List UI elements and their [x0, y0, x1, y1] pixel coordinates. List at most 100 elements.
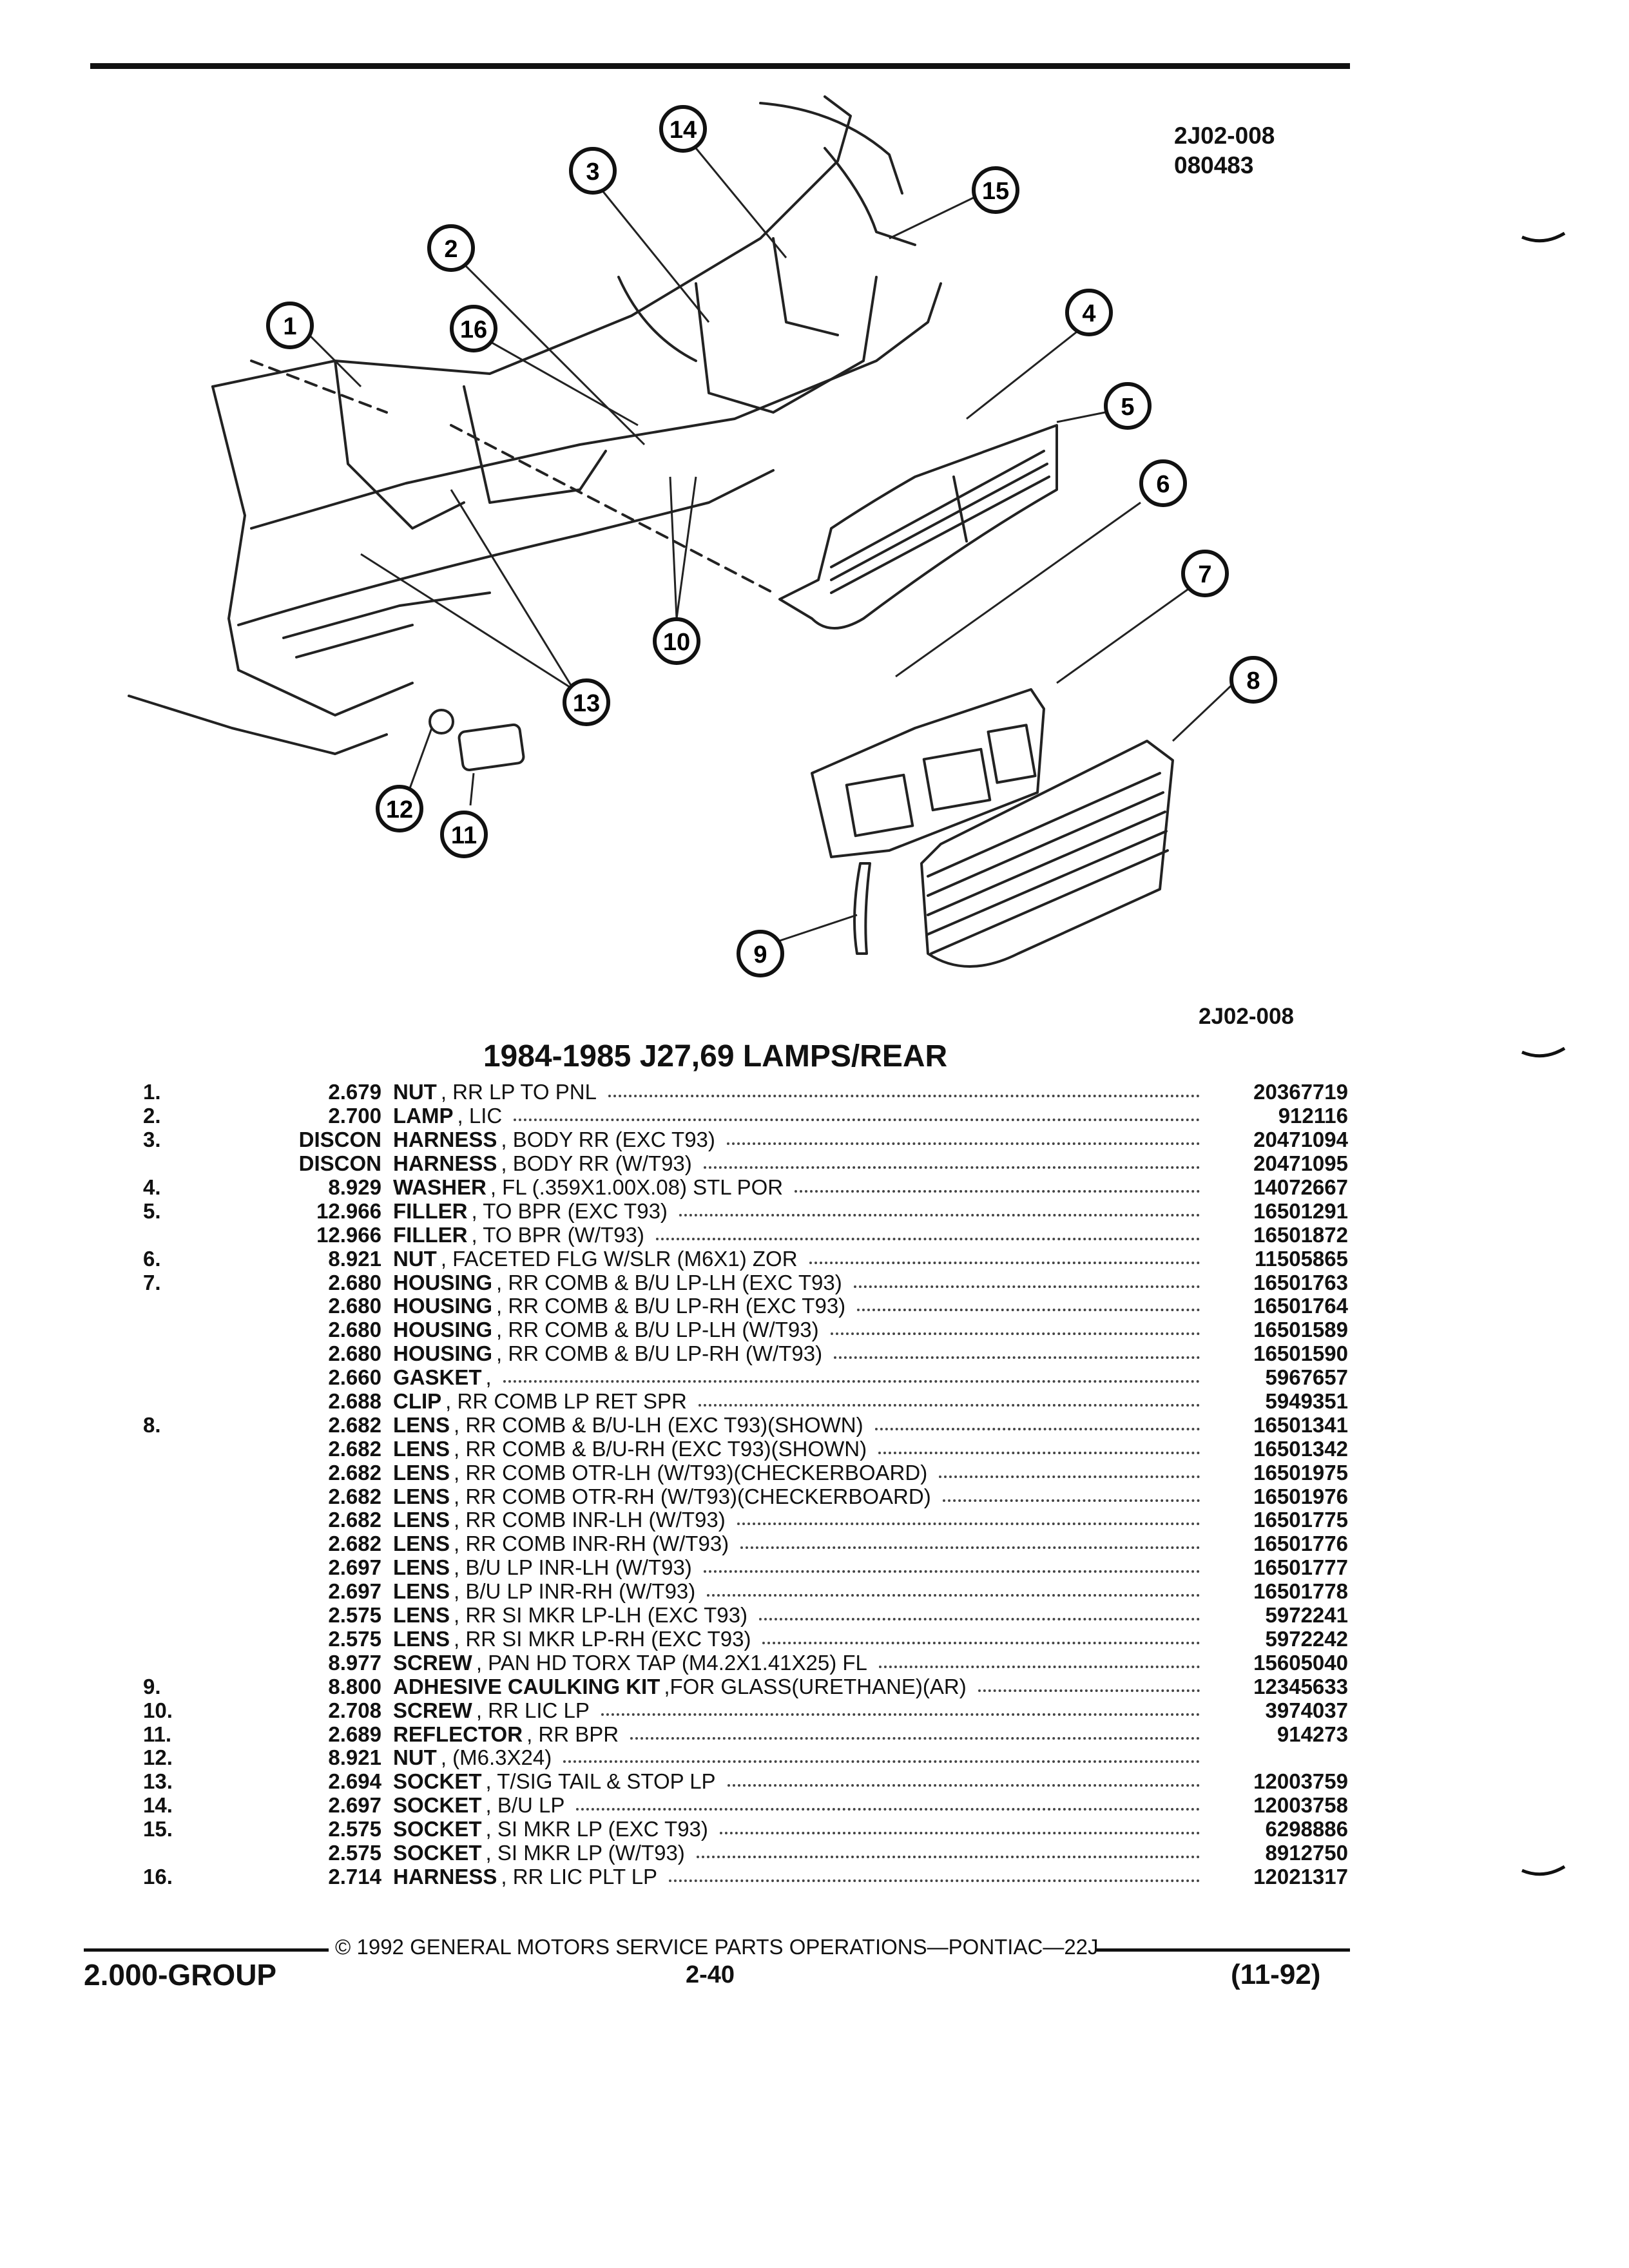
dot-leader [740, 1546, 1200, 1550]
dot-leader [942, 1499, 1200, 1502]
part-detail: , TO BPR (W/T93) [471, 1222, 644, 1247]
callout-1-label: 1 [283, 313, 296, 340]
part-number: 20471095 [1253, 1151, 1348, 1176]
ref-number: 1. [143, 1080, 161, 1104]
part-description: LENS, B/U LP INR-RH (W/T93) [393, 1579, 1206, 1604]
callout-9-label: 9 [753, 941, 767, 968]
part-detail: , RR COMB INR-RH (W/T93) [454, 1532, 729, 1556]
group-number: 2.680 [328, 1270, 381, 1294]
dot-leader [703, 1166, 1200, 1169]
group-number: 2.682 [328, 1484, 381, 1508]
callout-6-label: 6 [1156, 471, 1170, 498]
parts-row: 2.682 LENS, RR COMB OTR-RH (W/T93)(CHECKE… [143, 1485, 1348, 1508]
part-number: 14072667 [1253, 1175, 1348, 1200]
part-number: 16501763 [1253, 1270, 1348, 1294]
part-detail: , BODY RR (W/T93) [501, 1151, 692, 1176]
group-number: 2.680 [328, 1318, 381, 1342]
dot-leader [759, 1618, 1200, 1621]
callout-16-label: 16 [460, 316, 487, 343]
group-number: 8.977 [328, 1650, 381, 1675]
group-number: 2.575 [328, 1626, 381, 1651]
ref-number: 7. [143, 1270, 161, 1294]
part-detail: , B/U LP INR-LH (W/T93) [454, 1555, 692, 1580]
group-number: 2.682 [328, 1412, 381, 1437]
dot-leader [719, 1832, 1200, 1835]
binder-mark-3 [1521, 1865, 1566, 1876]
ref-number: 11. [143, 1722, 172, 1746]
part-name: LENS [393, 1436, 450, 1461]
part-number: 5972242 [1265, 1626, 1348, 1651]
dot-leader [762, 1641, 1200, 1644]
ref-number: 9. [143, 1674, 161, 1698]
part-description: LENS, RR SI MKR LP-LH (EXC T93) [393, 1603, 1206, 1628]
part-detail: , B/U LP [485, 1793, 565, 1818]
part-number: 6298886 [1265, 1817, 1348, 1841]
dot-leader [939, 1475, 1200, 1478]
dot-leader [679, 1213, 1200, 1216]
callout-16: 16 [450, 305, 497, 352]
part-name: FILLER [393, 1222, 468, 1247]
dot-leader [726, 1142, 1200, 1146]
dot-leader [576, 1808, 1200, 1811]
binder-mark-1 [1521, 232, 1566, 243]
part-description: FILLER, TO BPR (EXC T93) [393, 1199, 1206, 1224]
ref-number: 10. [143, 1698, 173, 1722]
part-description: HARNESS, BODY RR (EXC T93) [393, 1128, 1206, 1152]
group-number: 2.697 [328, 1555, 381, 1580]
part-description: LENS, RR COMB & B/U-RH (EXC T93)(SHOWN) [393, 1437, 1206, 1461]
part-name: SOCKET [393, 1817, 482, 1841]
part-description: HOUSING, RR COMB & B/U LP-RH (EXC T93) [393, 1294, 1206, 1318]
part-name: LENS [393, 1508, 450, 1532]
part-number: 16501764 [1253, 1294, 1348, 1318]
part-name: CLIP [393, 1389, 442, 1414]
dot-leader [601, 1713, 1200, 1716]
ref-number: 14. [143, 1793, 173, 1818]
part-detail: , RR COMB & B/U LP-LH (EXC T93) [496, 1270, 842, 1294]
group-number: 2.697 [328, 1793, 381, 1818]
dot-leader [514, 1119, 1200, 1122]
part-description: SCREW, PAN HD TORX TAP (M4.2X1.41X25) FL [393, 1651, 1206, 1675]
part-description: LENS, RR COMB OTR-LH (W/T93)(CHECKERBOAR… [393, 1461, 1206, 1485]
part-number: 5972241 [1265, 1603, 1348, 1628]
part-name: NUT [393, 1080, 437, 1104]
part-name: HOUSING [393, 1294, 493, 1318]
callout-4: 4 [1065, 289, 1113, 336]
part-number: 16501776 [1253, 1532, 1348, 1556]
part-number: 914273 [1277, 1722, 1348, 1746]
group-number: 2.679 [328, 1080, 381, 1104]
part-name: GASKET [393, 1365, 482, 1390]
dot-leader [874, 1427, 1200, 1430]
group-number: 2.688 [328, 1389, 381, 1414]
part-description: ADHESIVE CAULKING KIT,FOR GLASS(URETHANE… [393, 1675, 1206, 1699]
part-description: WASHER, FL (.359X1.00X.08) STL POR [393, 1175, 1206, 1200]
part-description: REFLECTOR, RR BPR [393, 1722, 1206, 1747]
group-number: 2.575 [328, 1603, 381, 1628]
part-number: 16501976 [1253, 1484, 1348, 1508]
dot-leader [707, 1594, 1200, 1597]
part-name: LENS [393, 1603, 450, 1628]
parts-row: 2.575 LENS, RR SI MKR LP-LH (EXC T93) 5972… [143, 1603, 1348, 1628]
part-description: LENS, RR COMB OTR-RH (W/T93)(CHECKERBOAR… [393, 1485, 1206, 1509]
callout-15: 15 [972, 166, 1019, 214]
part-detail: , RR COMB & B/U-LH (EXC T93)(SHOWN) [454, 1412, 863, 1437]
callout-12: 12 [376, 785, 423, 832]
dot-leader [878, 1665, 1200, 1668]
part-name: NUT [393, 1246, 437, 1271]
group-number: 2.575 [328, 1840, 381, 1865]
part-number: 16501291 [1253, 1198, 1348, 1223]
part-description: CLIP, RR COMB LP RET SPR [393, 1389, 1206, 1414]
parts-row: 8.977 SCREW, PAN HD TORX TAP (M4.2X1.41X2… [143, 1651, 1348, 1675]
footer-date: (11-92) [1231, 1959, 1321, 1990]
part-detail: , RR COMB INR-LH (W/T93) [454, 1508, 726, 1532]
group-number: 12.966 [316, 1222, 381, 1247]
part-detail: , RR COMB & B/U LP-RH (W/T93) [496, 1341, 823, 1366]
part-description: NUT, FACETED FLG W/SLR (M6X1) ZOR [393, 1247, 1206, 1271]
